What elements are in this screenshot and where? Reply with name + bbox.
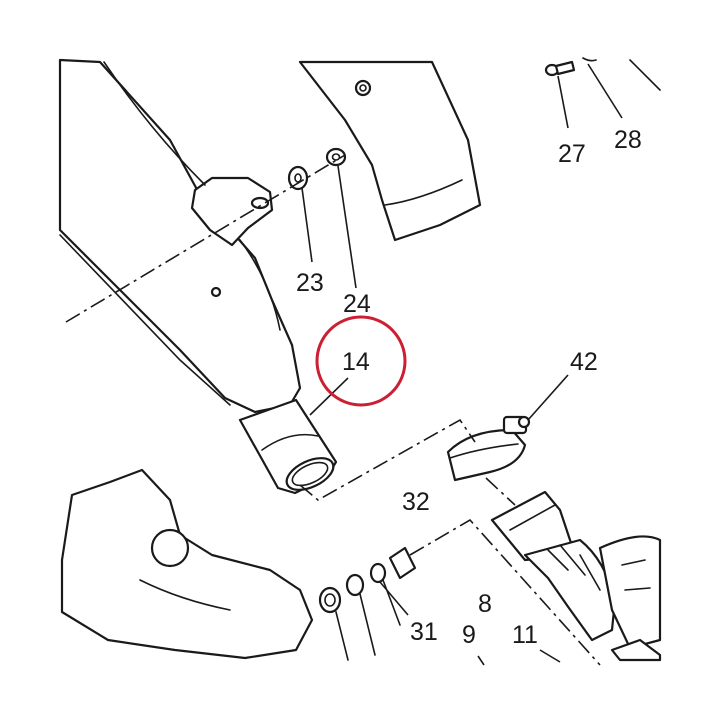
heat-shield	[298, 60, 482, 242]
center-line-upper	[65, 154, 346, 323]
cable	[103, 61, 206, 186]
cable-lower	[239, 239, 281, 331]
leader-24	[337, 165, 357, 289]
callout-28: 28	[614, 126, 642, 154]
callout-11: 11	[512, 621, 538, 649]
callout-31: 31	[410, 618, 438, 646]
leader-28	[587, 63, 623, 119]
washer-23	[287, 165, 309, 191]
clamp-42	[446, 415, 531, 482]
mounting-bracket	[190, 176, 274, 247]
callout-42: 42	[570, 348, 598, 376]
header-pipe	[490, 490, 662, 662]
leader-9	[477, 655, 485, 666]
callout-27: 27	[558, 140, 586, 168]
leader-11	[539, 649, 561, 663]
highlight-circle	[315, 315, 407, 407]
leader-42	[527, 374, 569, 421]
leader-14	[309, 377, 349, 416]
bolt-27	[544, 60, 576, 77]
callout-23: 23	[296, 269, 324, 297]
callout-14: 14	[342, 348, 370, 376]
center-line-lower	[409, 518, 601, 666]
nut-24	[325, 147, 347, 167]
lower-shield	[60, 468, 314, 660]
leader-31	[379, 581, 409, 616]
center-line-pipe	[299, 418, 476, 501]
washer-stack	[318, 546, 417, 661]
muffler-body	[58, 58, 302, 414]
callout-8: 8	[478, 590, 492, 618]
outlet-pipe-14	[238, 398, 338, 495]
center-line-clamp	[485, 477, 516, 506]
leader-23	[301, 187, 313, 263]
callout-24: 24	[343, 290, 371, 318]
part-28-edge	[582, 57, 661, 91]
callout-32: 32	[402, 488, 430, 516]
leader-27	[557, 75, 569, 129]
callout-9: 9	[462, 621, 476, 649]
